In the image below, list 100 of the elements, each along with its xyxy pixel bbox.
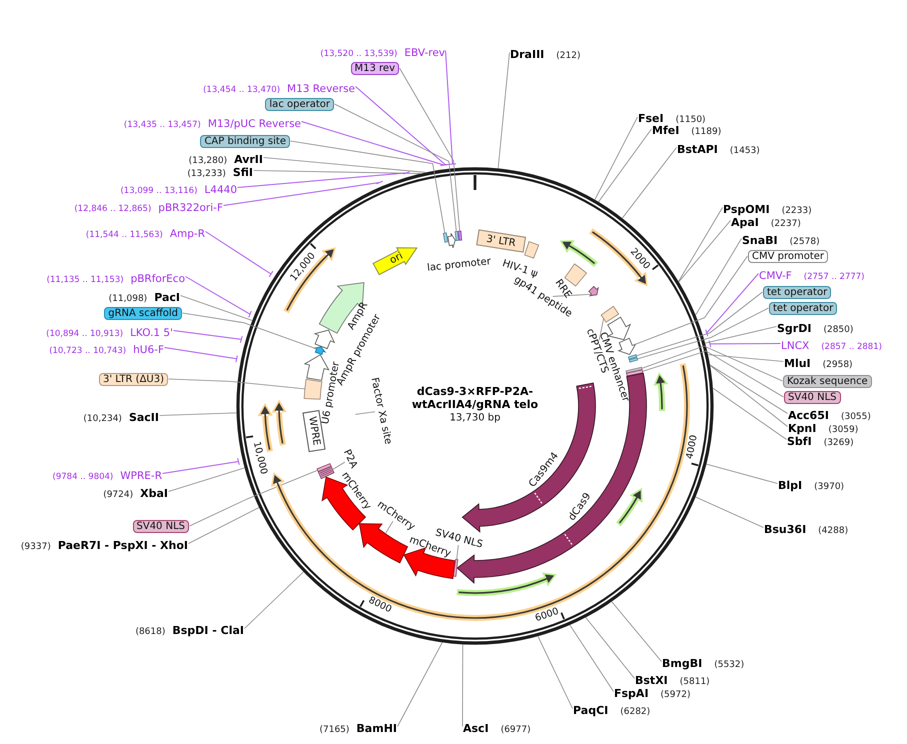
leader-line <box>708 354 784 362</box>
site-position: (2233) <box>782 206 812 216</box>
leader-line <box>585 616 635 679</box>
leader-line <box>188 507 260 544</box>
scale-label: 10,000 <box>250 440 270 476</box>
primer-name: L4440 <box>204 184 237 196</box>
primer-range: (13,435 .. 13,457) <box>124 120 201 130</box>
enzyme-name: SfiI <box>232 166 253 178</box>
feature-segment <box>304 378 322 400</box>
site-position: (3059) <box>828 424 858 434</box>
plasmid-name: dCas9-3×RFP-P2A-wtAcrIIA4/gRNA telo <box>410 385 540 411</box>
feature-segment <box>454 230 459 241</box>
enzyme-name: PaqCI <box>573 704 608 716</box>
enzyme-name: SacII <box>128 410 159 424</box>
site-position: (8618) <box>135 626 166 636</box>
leader-line <box>263 157 427 173</box>
primer-name: M13 Reverse <box>287 82 355 94</box>
leader-line <box>164 347 238 363</box>
feature-callout: SV40 NLS <box>784 390 840 404</box>
primer-range: (11,135 .. 11,153) <box>46 274 124 284</box>
site-position: (13,280) <box>188 156 228 166</box>
leader-line <box>237 171 410 188</box>
site-position: (2237) <box>770 218 801 228</box>
primer-range: (9784 .. 9804) <box>52 472 114 482</box>
leader-line <box>385 520 394 534</box>
leader-line <box>552 294 592 297</box>
feature-callout: CAP binding site <box>200 134 290 148</box>
primer-range: (10,723 .. 10,743) <box>49 346 126 356</box>
enzyme-name: SgrDI <box>777 322 812 334</box>
leader-line <box>594 116 638 200</box>
leader-line <box>445 50 456 165</box>
site-position: (3269) <box>824 438 854 448</box>
leader-line <box>678 207 723 282</box>
leader-line <box>598 128 652 202</box>
enzyme-name: AscI <box>463 722 489 734</box>
feature-label: lac promoter <box>426 256 492 274</box>
feature-callout: Kozak sequence <box>783 374 872 388</box>
enzyme-name: SnaBI <box>742 234 778 246</box>
enzyme-name: Bsu36I <box>764 522 806 536</box>
feature-segment <box>453 558 458 577</box>
primer-name: WPRE-R <box>120 470 162 482</box>
enzyme-name: BmgBI <box>662 656 702 670</box>
primer-range: (2857 .. 2881) <box>821 342 882 352</box>
site-position: (6977) <box>500 724 531 734</box>
leader-line <box>498 52 510 169</box>
site-position: (2958) <box>822 360 853 370</box>
enzyme-name: BlpI <box>778 478 802 492</box>
primer-name: LKO.1 5' <box>130 326 173 338</box>
site-position: (4288) <box>818 526 848 536</box>
enzyme-name: ApaI <box>731 216 759 228</box>
leader-line <box>456 544 459 560</box>
leader-line <box>168 378 306 390</box>
leader-line <box>180 295 253 321</box>
primer-range: (13,520 .. 13,539) <box>320 48 398 58</box>
leader-line <box>332 462 346 470</box>
site-position: (9724) <box>103 490 134 500</box>
leader-line <box>708 340 781 348</box>
feature-callout: lac operator <box>265 98 334 110</box>
primer-range: (10,894 .. 10,913) <box>46 328 124 338</box>
feature-segment <box>442 232 448 243</box>
leader-line <box>290 140 446 234</box>
feature-callout: CMV promoter <box>748 250 828 262</box>
enzyme-name: BamHI <box>356 722 397 734</box>
enzyme-name: XbaI <box>140 486 168 500</box>
site-position: (13,233) <box>187 168 226 178</box>
primer-name: CMV-F <box>759 270 792 282</box>
leader-line <box>334 104 457 232</box>
leader-line <box>678 220 731 282</box>
feature-callout: tet operator <box>769 302 838 314</box>
primer-name: LNCX <box>781 340 810 352</box>
primer-name: hU6-F <box>133 344 164 356</box>
feature-callout: 3' LTR (ΔU3) <box>98 372 168 386</box>
leader-line <box>636 308 769 360</box>
feature-label: P2A <box>340 448 360 470</box>
directional-feature <box>314 330 335 350</box>
feature-callout: tet operator <box>763 286 832 298</box>
leader-line <box>695 496 764 528</box>
primer-range: (2757 .. 2777) <box>804 272 865 282</box>
feature-segment <box>600 306 620 323</box>
leader-line <box>253 170 422 174</box>
site-position: (1150) <box>676 115 706 125</box>
leader-line <box>598 318 604 341</box>
enzyme-name: PspOMI <box>723 202 770 216</box>
enzyme-name: Acc65I <box>788 408 829 422</box>
primer-range: (13,099 .. 13,116) <box>120 186 198 196</box>
site-position: (3970) <box>814 482 844 492</box>
enzyme-name: PacI <box>154 290 180 304</box>
enzyme-name: FspAI <box>614 686 649 700</box>
leader-line <box>205 231 274 278</box>
primer-name: M13/pUC Reverse <box>208 118 301 130</box>
primer-range: (13,454 .. 13,470) <box>203 84 280 94</box>
enzyme-name: PaeR7I - PspXI - XhoI <box>58 538 188 552</box>
leader-line <box>636 292 763 356</box>
site-position: (5811) <box>680 676 710 686</box>
leader-line <box>223 180 384 206</box>
site-position: (1189) <box>691 127 722 137</box>
primer-name: Amp-R <box>170 228 205 240</box>
leader-line <box>355 86 450 166</box>
site-position: (3055) <box>840 412 871 422</box>
scale-label: 8000 <box>366 595 394 616</box>
